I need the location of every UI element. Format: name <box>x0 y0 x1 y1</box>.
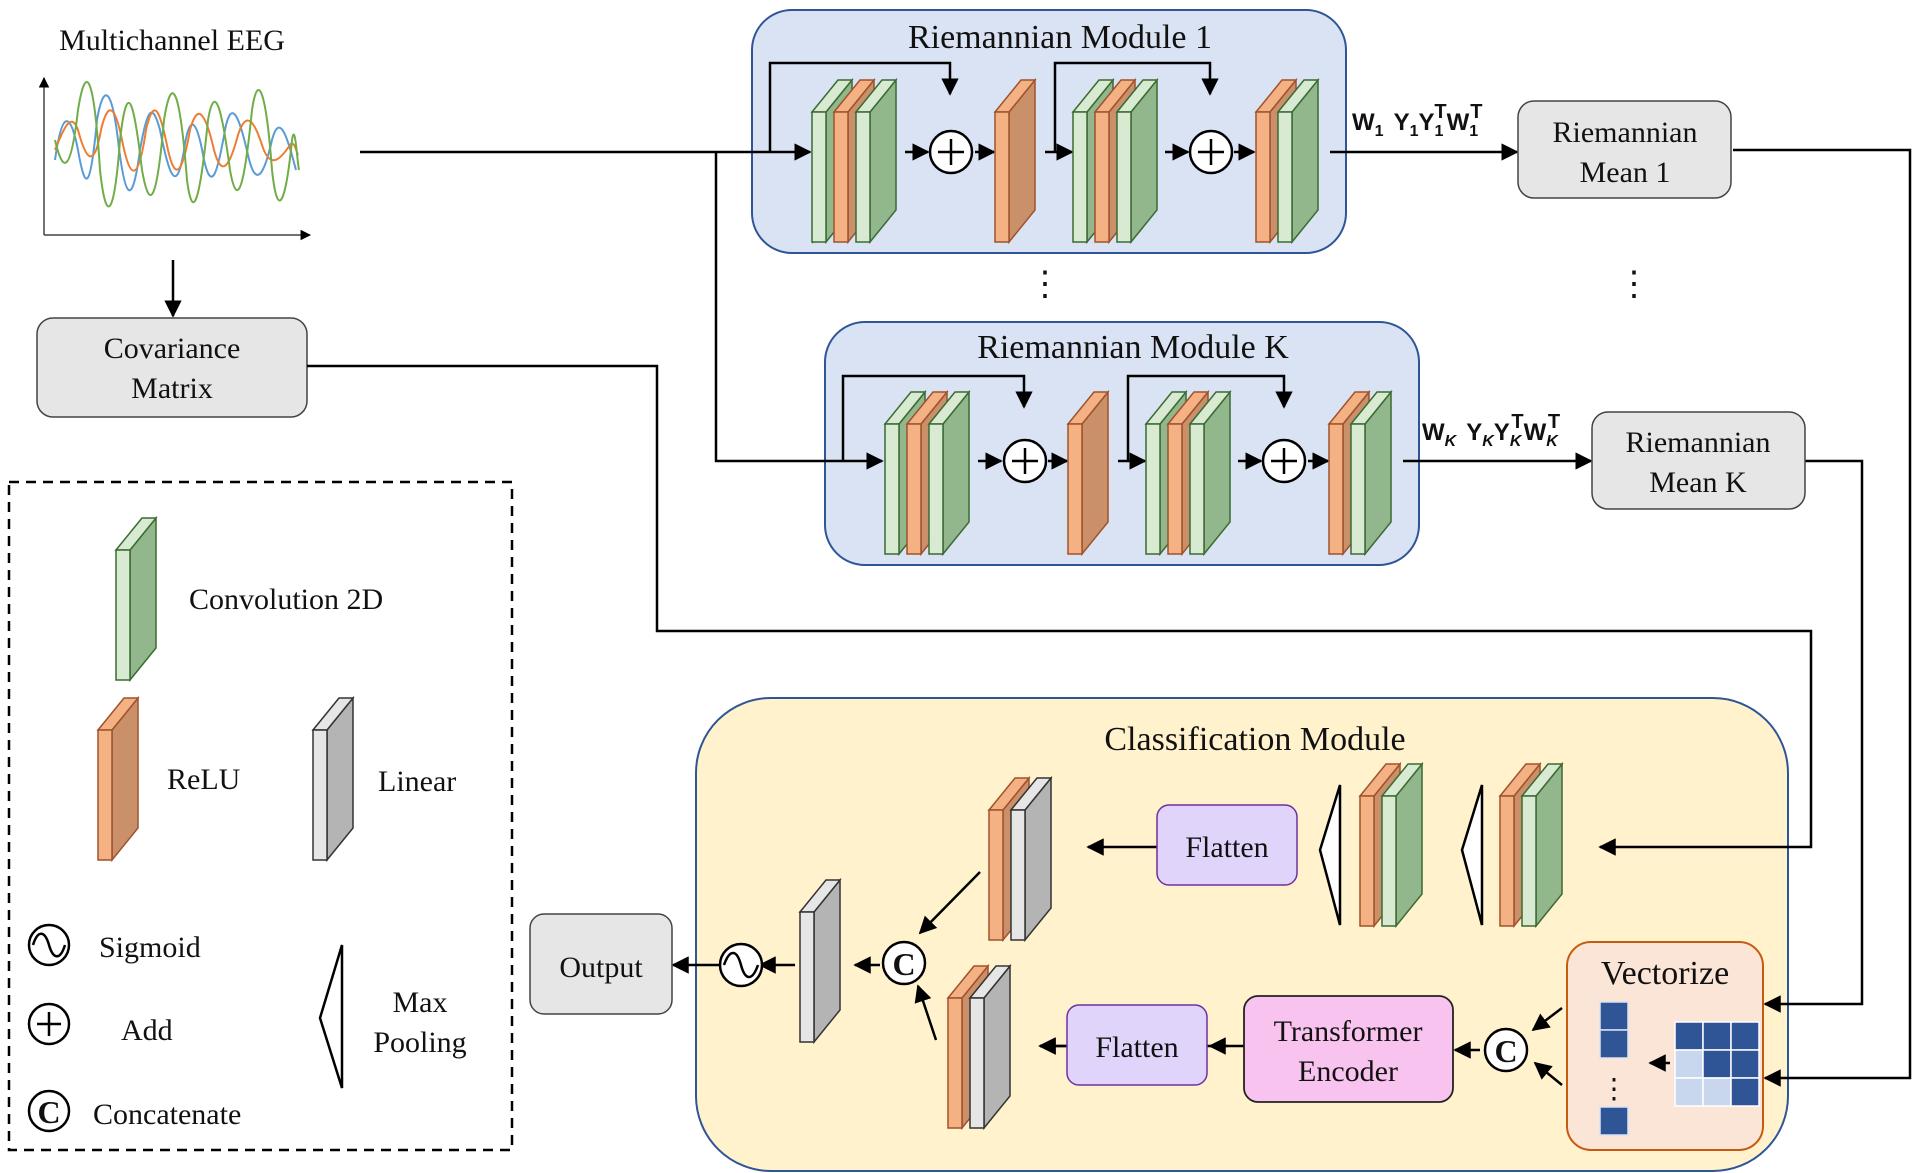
maxpool-triangle-2 <box>1460 784 1484 926</box>
legend-concat-icon: C <box>27 1089 71 1133</box>
svg-text:C: C <box>1494 1033 1517 1069</box>
legend-linear-block <box>311 695 355 863</box>
mk-relu-block <box>1066 389 1110 557</box>
mk-b-conv-block-3 <box>1188 389 1232 557</box>
sigmoid-circle <box>718 942 764 988</box>
m1-relu-block <box>993 77 1037 245</box>
vector-dots: ⋮ <box>1600 1074 1628 1105</box>
legend-linear-label: Linear <box>378 765 456 798</box>
mean-1-label-1: Riemannian <box>1553 116 1698 149</box>
vectorize-label: Vectorize <box>1601 955 1729 992</box>
cls-stack-2-conv-block-2 <box>1520 761 1564 929</box>
classification-module-title: Classification Module <box>1104 721 1405 758</box>
legend-maxpool-label-1: Max <box>393 986 448 1019</box>
layer-blocks <box>96 77 1564 1131</box>
transformer-label-2: Encoder <box>1298 1055 1398 1088</box>
covariance-matrix-box <box>36 317 308 418</box>
legend-box <box>7 480 514 1152</box>
concat-circle-bottom: C <box>1483 1027 1529 1073</box>
output-label: Output <box>559 951 643 984</box>
legend-relu-block <box>96 695 140 863</box>
mk-c-conv-block-2 <box>1349 389 1393 557</box>
vertical-dots-means: ⋮ <box>1617 266 1651 303</box>
connector-lines <box>307 143 1912 1087</box>
transformer-label-1: Transformer <box>1274 1015 1423 1048</box>
add-circle-1a <box>928 129 974 175</box>
legend-concat-label: Concatenate <box>93 1098 241 1131</box>
eeg-title: Multichannel EEG <box>59 24 285 57</box>
covariance-label-1: Covariance <box>104 332 241 365</box>
mean-k-label-1: Riemannian <box>1626 426 1771 459</box>
classification-lines <box>671 838 1563 1086</box>
riemannian-module-1-box <box>751 9 1347 254</box>
legend-sigmoid-label: Sigmoid <box>99 931 201 964</box>
legend-maxpool-icon <box>318 944 344 1089</box>
maxpool-triangle-1 <box>1318 784 1342 926</box>
m1-b-conv-block-3 <box>1115 77 1159 245</box>
vertical-dots-modules: ⋮ <box>1028 266 1062 303</box>
legend-relu-label: ReLU <box>167 763 241 796</box>
riemannian-module-k-box <box>824 321 1420 566</box>
cls-stack-1-conv-block-2 <box>1380 761 1424 929</box>
add-circle-kb <box>1261 438 1307 484</box>
legend-add-icon <box>27 1002 71 1046</box>
flatten-box-top <box>1156 804 1298 886</box>
mean-k-label-2: Mean K <box>1649 466 1747 499</box>
mean-1-label-2: Mean 1 <box>1580 156 1671 189</box>
riemannian-module-1-title: Riemannian Module 1 <box>908 19 1212 56</box>
m1-c-conv-block-2 <box>1276 77 1320 245</box>
riemannian-module-k-title: Riemannian Module K <box>977 329 1289 366</box>
output-box <box>529 913 673 1015</box>
flatten-box-bottom <box>1066 1004 1208 1086</box>
module-1-layers <box>768 61 1256 161</box>
m1-a-conv-block-3 <box>854 77 898 245</box>
add-circle-ka <box>1002 438 1048 484</box>
flatten-label-bottom: Flatten <box>1095 1031 1178 1064</box>
riemannian-mean-1-box <box>1517 100 1732 199</box>
vector-column <box>1599 1001 1629 1136</box>
cls-top-linear-block-2 <box>1009 775 1053 943</box>
flatten-label-top: Flatten <box>1185 831 1268 864</box>
cls-bottom-linear-block-2 <box>968 963 1012 1131</box>
covariance-label-2: Matrix <box>131 372 213 405</box>
eeg-signal-plot <box>38 76 312 241</box>
add-circle-1b <box>1188 129 1234 175</box>
transformer-encoder-box <box>1243 995 1454 1103</box>
cls-final-linear-block <box>798 877 842 1045</box>
module-k-lines <box>841 374 1330 470</box>
svg-text:C: C <box>37 1094 60 1130</box>
matrix-grid <box>1674 1021 1760 1107</box>
mk-a-conv-block-3 <box>927 389 971 557</box>
riemannian-mean-k-box <box>1591 411 1806 510</box>
concat-circle-left: C <box>881 940 927 986</box>
legend-sigmoid-icon <box>27 923 71 967</box>
legend-conv-label: Convolution 2D <box>189 583 383 616</box>
legend-maxpool-label-2: Pooling <box>373 1026 466 1059</box>
legend-conv-block <box>114 515 158 683</box>
svg-text:C: C <box>892 946 915 982</box>
legend-add-label: Add <box>121 1014 173 1047</box>
